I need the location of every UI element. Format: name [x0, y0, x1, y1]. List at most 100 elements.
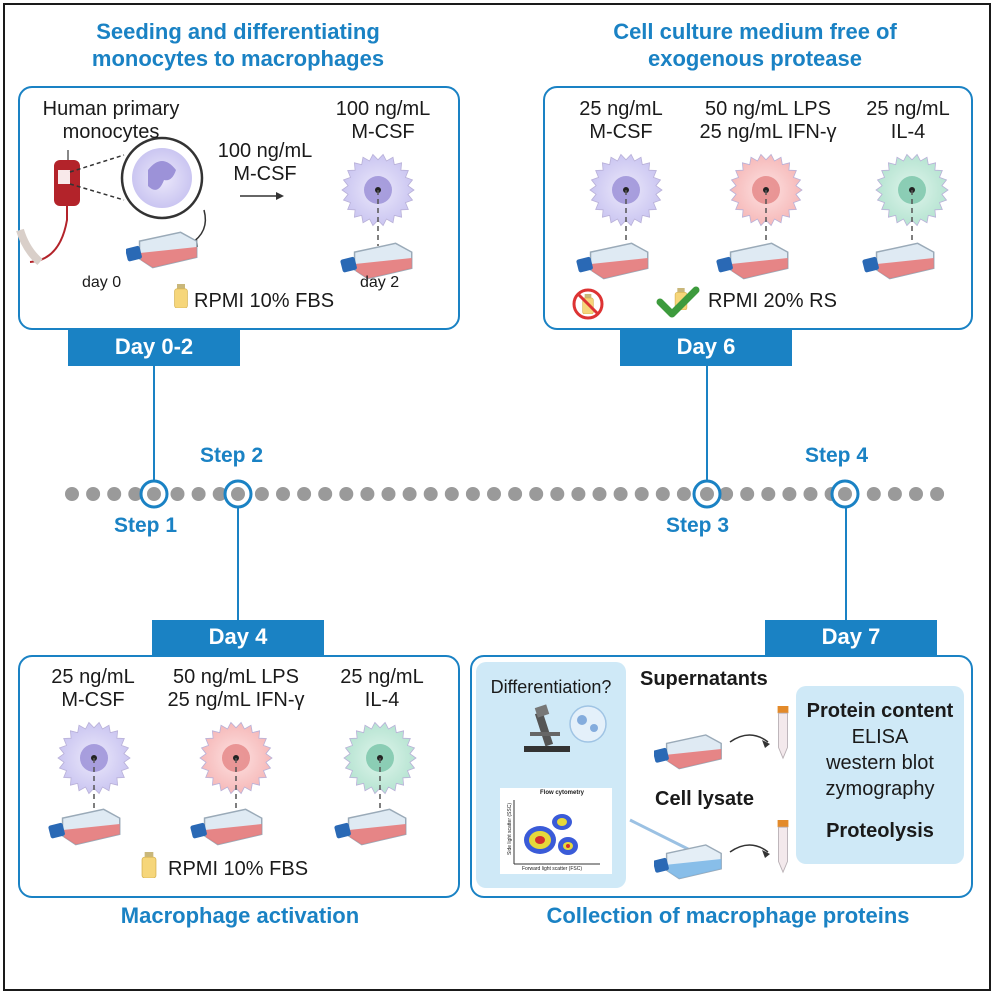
flask-m1-icon: [716, 242, 789, 280]
flask-supernatant-icon: [654, 734, 722, 770]
no-serum-icon: [572, 288, 604, 320]
protein-content-block: Protein content ELISA western blot zymog…: [796, 698, 964, 844]
macrophage-m0-icon: [589, 153, 663, 246]
step-1-label: Step 1: [114, 514, 178, 537]
macrophage-m1-icon: [729, 153, 803, 246]
microscope-icon: [524, 704, 607, 752]
macrophage-m0-day2-icon: [341, 153, 415, 246]
collection-title: Collection of macrophage proteins: [546, 903, 910, 928]
flask-m0-act-icon: [48, 808, 121, 846]
medium-label-2: RPMI 20% RS: [708, 290, 837, 312]
flow-cytometry-plot: [500, 788, 612, 874]
timeline-dot: [866, 487, 881, 501]
timeline-dot: [212, 487, 227, 501]
timeline: [65, 479, 945, 509]
timeline-step-dot: [231, 487, 245, 501]
timeline-dot: [719, 487, 734, 501]
medium-bottle-icon: [174, 284, 188, 308]
medium-bottle-act-icon: [141, 852, 157, 878]
connector-day7: [845, 508, 847, 620]
tab-day-4: Day 4: [152, 620, 324, 656]
flow-title: Flow cytometry: [540, 790, 585, 796]
timeline-dot: [65, 487, 79, 501]
flask-m1-act-icon: [190, 808, 263, 846]
timeline-dot: [107, 487, 122, 501]
timeline-step-dot: [700, 487, 714, 501]
timeline-dot: [297, 487, 312, 501]
flask-lysate-icon: [654, 844, 722, 880]
pipette-line: [629, 818, 691, 852]
check-icon: [656, 286, 700, 318]
step-3-label: Step 3: [666, 514, 730, 537]
connector-day6: [706, 366, 708, 480]
timeline-dot: [508, 487, 523, 501]
medium-label-1: RPMI 10% FBS: [194, 290, 335, 312]
macrophage-m1-icon-act: [199, 721, 273, 812]
step-2-label: Step 2: [200, 444, 264, 467]
day2-label: day 2: [360, 274, 400, 291]
tab-day-7: Day 7: [765, 620, 937, 656]
timeline-dot: [592, 487, 607, 501]
method-elisa: ELISA: [851, 726, 909, 748]
differentiation-label: Differentiation?: [490, 677, 612, 697]
timeline-dot: [339, 487, 354, 501]
flask-m2-act-icon: [334, 808, 407, 846]
timeline-dot: [550, 487, 565, 501]
macrophage-m2-icon: [875, 153, 949, 246]
timeline-dot: [318, 487, 333, 501]
timeline-dot: [86, 487, 101, 501]
timeline-dot: [782, 487, 797, 501]
timeline-dot: [276, 487, 290, 501]
method-western-blot: western blot: [826, 752, 934, 774]
tube-lysate-icon: [777, 820, 789, 873]
timeline-dot: [444, 487, 459, 501]
timeline-dot: [909, 487, 923, 501]
connector-day4: [237, 508, 239, 620]
flask-m2-icon: [862, 242, 935, 280]
day0-label: day 0: [82, 274, 122, 291]
activation-title: Macrophage activation: [120, 903, 360, 928]
timeline-dot: [170, 487, 185, 501]
tab-day-0-2: Day 0-2: [68, 330, 240, 366]
timeline-step-dot: [147, 487, 161, 501]
flow-ylabel: Side light scatter (SSC): [507, 803, 513, 855]
timeline-dot: [381, 487, 396, 501]
supernatants-label: Supernatants: [640, 668, 768, 690]
timeline-dot: [571, 487, 586, 501]
timeline-dot: [803, 487, 818, 501]
timeline-dot: [887, 487, 902, 501]
timeline-step-dot: [838, 487, 852, 501]
timeline-dot: [740, 487, 755, 501]
timeline-dot: [634, 487, 649, 501]
timeline-dot: [487, 487, 501, 501]
arrow-supernatant-icon: [729, 734, 770, 748]
timeline-dot: [402, 487, 417, 501]
blood-bag-icon: [16, 150, 80, 266]
step-4-label: Step 4: [805, 444, 869, 467]
timeline-dot: [930, 487, 945, 501]
timeline-dot: [360, 487, 375, 501]
method-zymography: zymography: [825, 778, 935, 800]
monocyte-magnified-icon: [69, 136, 207, 247]
flask-m0-icon: [576, 242, 649, 280]
timeline-dot: [423, 487, 438, 501]
proteolysis-label: Proteolysis: [826, 820, 934, 842]
tube-supernatant-icon: [777, 706, 789, 759]
timeline-dot: [465, 487, 480, 501]
arrow-lysate-icon: [729, 844, 770, 858]
timeline-dot: [191, 487, 206, 501]
connector-day02: [153, 366, 155, 480]
arrow-icon: [240, 192, 284, 200]
cell-lysate-label: Cell lysate: [655, 788, 754, 810]
